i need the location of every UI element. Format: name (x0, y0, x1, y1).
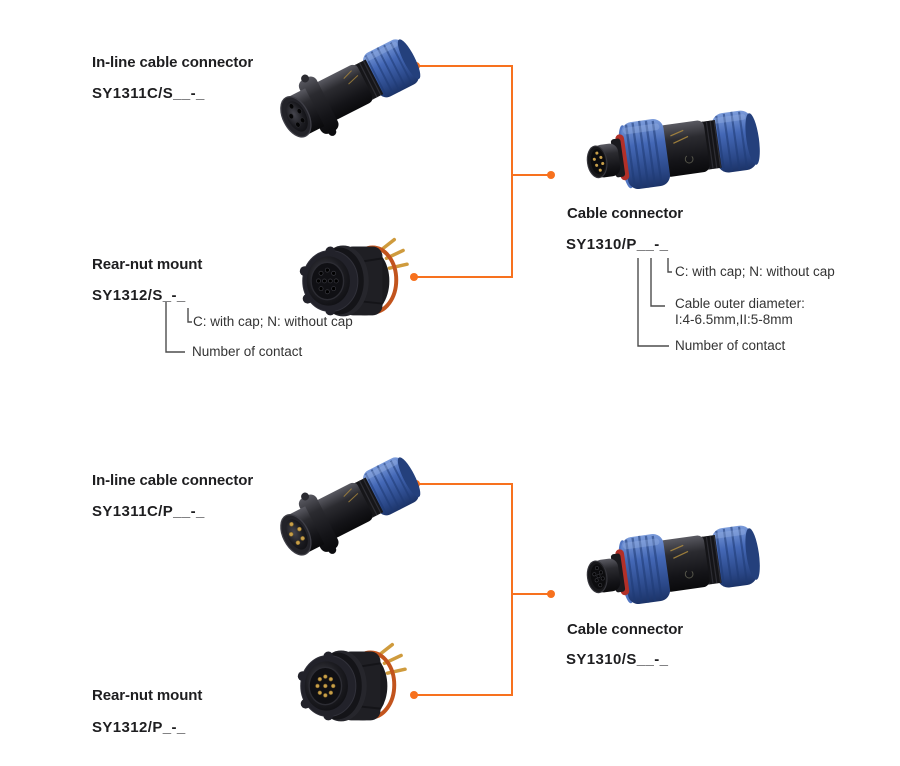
socket-face (280, 96, 312, 138)
blue-coupling-ring (618, 119, 671, 190)
rearnut-mount-title-top: Rear-nut mount (92, 256, 203, 273)
cable-connector-part-bottom: SY1310/S__-_ (566, 651, 669, 668)
rearnut-mount-title-bottom: Rear-nut mount (92, 687, 203, 704)
rearnut-mount-part-bottom: SY1312/P_-_ (92, 719, 186, 736)
rearnut-annotation-cap: C: with cap; N: without cap (193, 314, 353, 329)
inline-connector-plug-photo (280, 457, 421, 556)
callout-lines-rearnut (165, 302, 192, 353)
rearnut-annotation-contact: Number of contact (192, 344, 303, 359)
cable-connector-title-top: Cable connector (567, 205, 684, 222)
gold-pins (592, 151, 605, 172)
inline-connector-part-top: SY1311C/S__-_ (92, 85, 205, 102)
blue-gland-cap (711, 525, 760, 588)
pin-face (308, 666, 343, 706)
inline-connector-title-bottom: In-line cable connector (92, 472, 254, 489)
callout-lines-cable (637, 258, 672, 347)
cable-annotation-contact: Number of contact (675, 338, 786, 353)
blue-coupling-ring (618, 534, 671, 605)
rearnut-connector-plug-photo (297, 642, 407, 722)
cable-annotation-diameter-2: I:4-6.5mm,II:5-8mm (675, 312, 793, 327)
inline-connector-part-bottom: SY1311C/P__-_ (92, 503, 205, 520)
socket-face (310, 261, 345, 301)
cable-connector-plug-photo (586, 110, 760, 190)
rearnut-mount-part-top: SY1312/S_-_ (92, 287, 186, 304)
rearnut-connector-socket-photo (299, 237, 409, 317)
orange-node-dots (410, 62, 555, 699)
socket-tip (586, 553, 626, 594)
cable-connector-part-top: SY1310/P__-_ (566, 236, 669, 253)
cable-connector-title-bottom: Cable connector (567, 621, 684, 638)
blue-gland-cap (711, 110, 760, 173)
inline-connector-socket-photo (280, 39, 421, 138)
cable-connector-socket-photo (586, 525, 760, 605)
gold-pins (288, 521, 305, 545)
cable-annotation-cap: C: with cap; N: without cap (675, 264, 835, 279)
inline-connector-title-top: In-line cable connector (92, 54, 254, 71)
plug-tip (586, 138, 626, 179)
cable-annotation-diameter-1: Cable outer diameter: (675, 296, 805, 311)
black-body (658, 535, 710, 592)
socket-holes (592, 566, 605, 588)
gold-pins (315, 674, 336, 698)
pin-face (280, 514, 312, 556)
black-body (658, 120, 710, 177)
